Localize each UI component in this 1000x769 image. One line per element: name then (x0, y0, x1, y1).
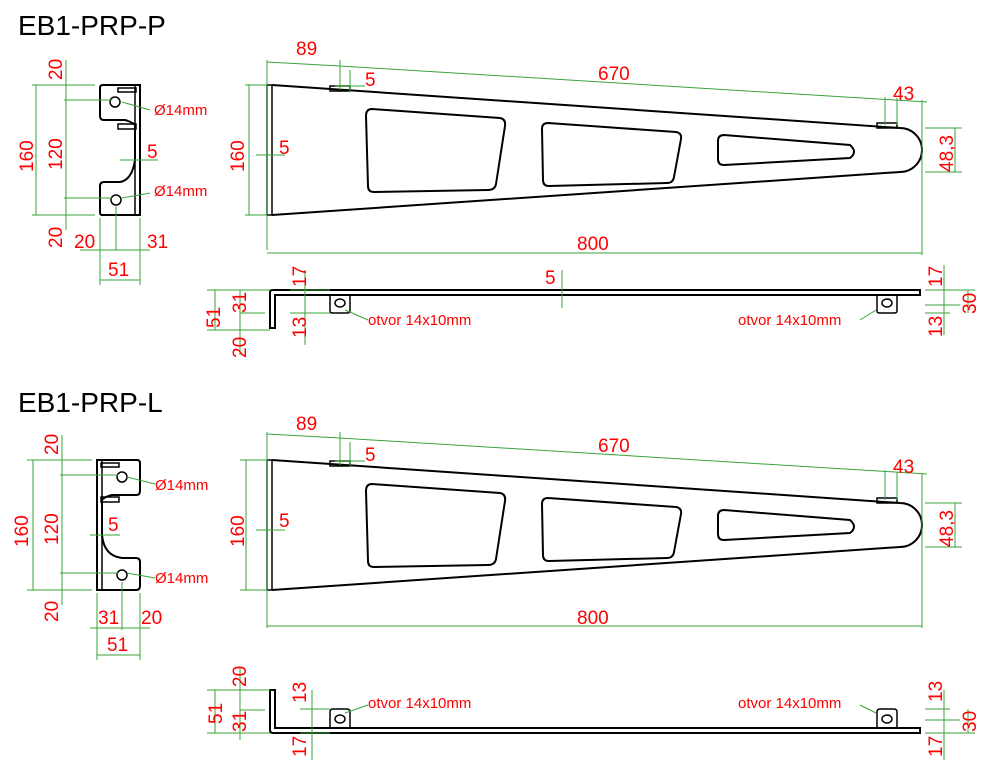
mount-plate (266, 459, 273, 591)
dim-height: 160 (17, 140, 38, 172)
cutout-1 (364, 107, 507, 194)
dim-a: 31 (98, 608, 119, 629)
slot-tab-right (876, 295, 898, 314)
dim-5-plate: 5 (279, 138, 290, 159)
dim-48-3: 48,3 (937, 510, 958, 547)
top-tab-right (876, 122, 898, 129)
dim-13-left: 13 (290, 682, 311, 703)
slot-left (334, 298, 346, 308)
slot-tab-right (876, 708, 898, 728)
hole-label-bottom: Ø14mm (154, 183, 207, 200)
mount-plate (266, 84, 273, 216)
mid-weld (100, 496, 120, 503)
dim-b: 20 (141, 608, 162, 629)
cutout-2 (540, 496, 683, 563)
dim-width: 51 (108, 260, 129, 281)
dim-17-right: 17 (926, 736, 947, 757)
dim-thickness: 5 (108, 515, 119, 536)
dim-51: 51 (206, 703, 227, 724)
bracket-outline (271, 84, 923, 216)
slot-label-left: otvor 14x10mm (368, 312, 471, 329)
dim-670: 670 (598, 64, 630, 85)
dim-31: 31 (230, 711, 251, 732)
top-tab-right (876, 497, 898, 504)
dim-5-plate: 5 (279, 511, 290, 532)
dim-13-left: 13 (290, 317, 311, 338)
dim-43: 43 (893, 84, 914, 105)
dim-width: 51 (107, 635, 128, 656)
dim-5: 5 (545, 268, 556, 289)
part-title: EB1-PRP-L (18, 387, 163, 418)
dim-48-3: 48,3 (937, 135, 958, 172)
top-profile (269, 289, 921, 329)
slot-label-right: otvor 14x10mm (738, 695, 841, 712)
dim-bottom: 20 (46, 227, 67, 248)
dim-13-right: 13 (926, 681, 947, 702)
hole-label-top: Ø14mm (154, 102, 207, 119)
hole-top (109, 96, 121, 108)
dim-89: 89 (296, 414, 317, 435)
dim-670: 670 (598, 436, 630, 457)
dim-bottom: 20 (42, 601, 63, 622)
dim-43: 43 (893, 457, 914, 478)
dim-height: 160 (12, 515, 33, 547)
dim-holes: 120 (42, 513, 63, 545)
cutout-1 (364, 482, 507, 569)
dim-holes: 120 (46, 138, 67, 170)
slot-tab-left (329, 295, 351, 314)
dim-89: 89 (296, 39, 317, 60)
dim-800: 800 (577, 608, 609, 629)
slot-right (881, 298, 893, 308)
cutout-3 (717, 133, 855, 167)
dim-30: 30 (960, 711, 981, 732)
side-view: 20 160 120 5 Ø14mm Ø14mm 20 20 31 51 (17, 59, 207, 285)
front-view: 89 670 5 43 160 5 48,3 800 (228, 414, 962, 629)
dim-13-right: 13 (926, 316, 947, 337)
dim-top: 20 (42, 434, 63, 455)
dim-30: 30 (960, 293, 981, 314)
dim-17-left: 17 (290, 266, 311, 287)
slot-left (334, 714, 346, 724)
bracket-outline (271, 459, 923, 591)
slot-label-right: otvor 14x10mm (738, 312, 841, 329)
dim-160: 160 (228, 515, 249, 547)
slot-right (881, 714, 893, 724)
side-view: 20 160 120 5 Ø14mm Ø14mm 20 31 20 51 (12, 434, 208, 660)
dim-b: 31 (147, 232, 168, 253)
dim-800: 800 (577, 234, 609, 255)
cutout-2 (540, 121, 683, 188)
top-weld (117, 87, 137, 93)
slot-label-left: otvor 14x10mm (368, 695, 471, 712)
top-profile (269, 689, 921, 734)
dim-20: 20 (230, 337, 251, 358)
dim-5-top: 5 (365, 445, 376, 466)
hole-label-top: Ø14mm (155, 477, 208, 494)
hole-top (116, 471, 128, 483)
part-eb1-prp-p: EB1-PRP-P 20 160 120 5 Ø14mm Ø14mm 20 20… (17, 10, 981, 358)
dim-20: 20 (230, 666, 251, 687)
top-view: 51 20 31 13 17 otvor 14x10mm otvor 14x10… (206, 666, 981, 760)
part-eb1-prp-l: EB1-PRP-L 20 160 120 5 Ø14mm Ø14mm 20 31… (12, 387, 981, 760)
dim-a: 20 (74, 232, 95, 253)
part-title: EB1-PRP-P (18, 10, 166, 41)
dim-51: 51 (204, 307, 225, 328)
dim-17-right: 17 (926, 266, 947, 287)
dim-top: 20 (46, 59, 67, 80)
hole-bottom (110, 194, 122, 206)
mid-weld (117, 123, 137, 130)
dim-thickness: 5 (147, 142, 158, 163)
dim-160: 160 (228, 140, 249, 172)
hole-bottom (116, 569, 128, 581)
cutout-3 (717, 508, 855, 542)
dim-17-left: 17 (290, 736, 311, 757)
hole-label-bottom: Ø14mm (155, 570, 208, 587)
top-weld (100, 462, 120, 468)
dim-5-top: 5 (365, 70, 376, 91)
dim-31: 31 (230, 292, 251, 313)
top-view: 51 31 20 17 13 5 otvor 14x10mm otvor 14x… (204, 265, 981, 358)
front-view: 89 670 5 43 160 5 48,3 800 (228, 39, 962, 255)
